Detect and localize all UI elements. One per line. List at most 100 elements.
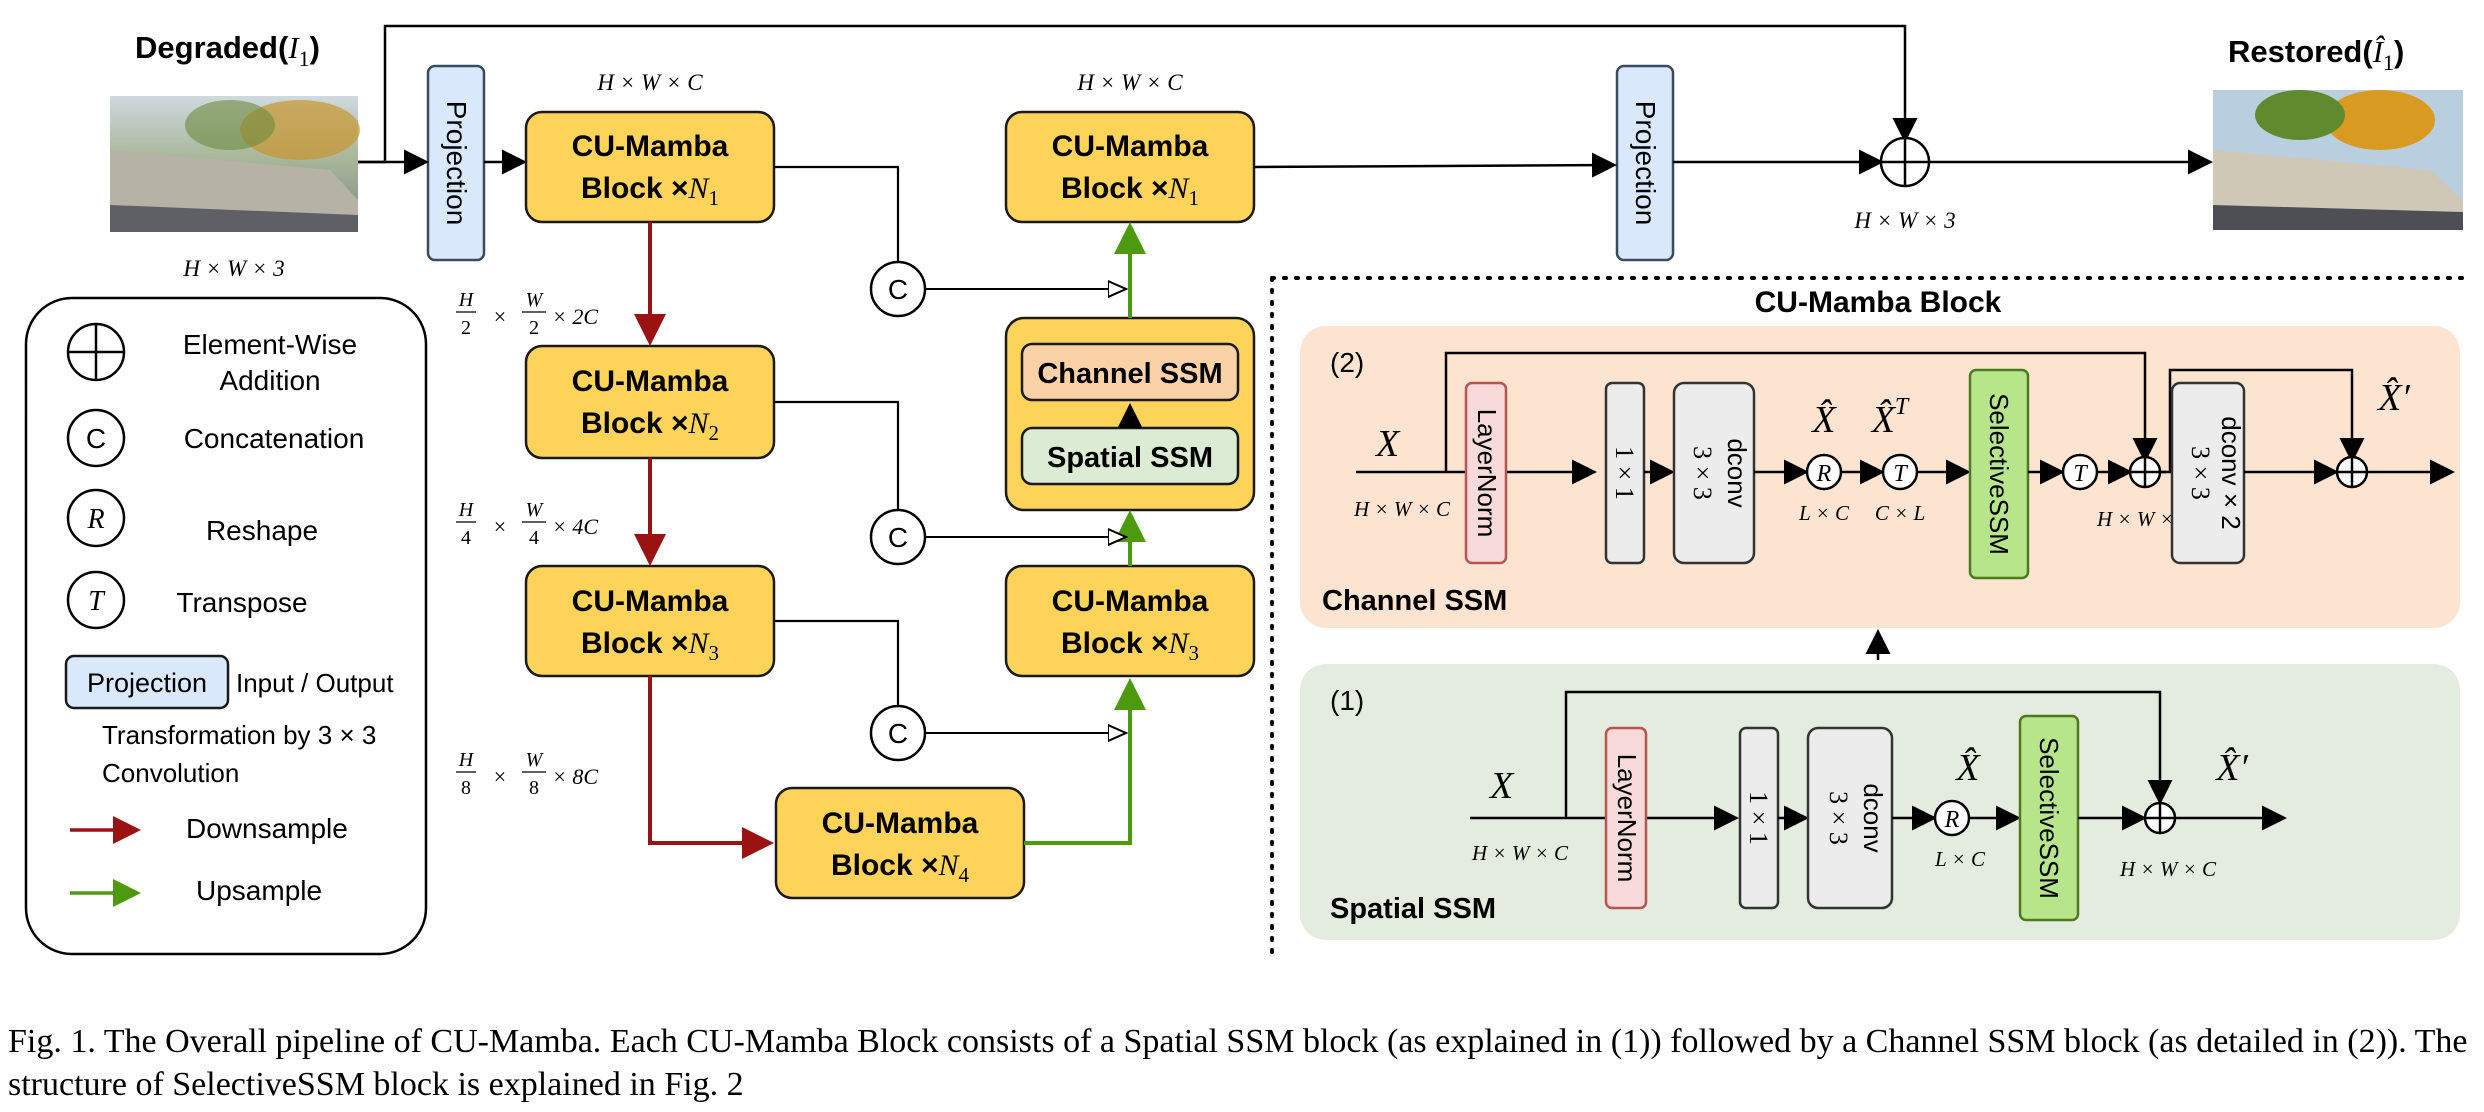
cu-mamba-block-e3: CU-Mamba Block ×N3 [524, 564, 776, 678]
svg-text:Concatenation: Concatenation [184, 423, 365, 454]
svg-text:X̂′: X̂′ [2376, 377, 2410, 419]
svg-text:Block ×N2: Block ×N2 [581, 407, 719, 445]
svg-text:Transformation by 3 × 3: Transformation by 3 × 3 [102, 720, 376, 750]
legend-projection-box [64, 654, 230, 710]
svg-text:3 × 3: 3 × 3 [1824, 791, 1853, 845]
svg-text:CU-Mamba: CU-Mamba [572, 585, 729, 618]
svg-text:Transpose: Transpose [176, 587, 307, 618]
svg-text:dconv: dconv [1722, 438, 1752, 507]
svg-text:Projection: Projection [441, 101, 472, 226]
upsample-arrow-1 [1024, 678, 1146, 845]
svg-text:Block ×N1: Block ×N1 [581, 172, 719, 210]
svg-text:C: C [888, 718, 908, 749]
svg-text:LayerNorm: LayerNorm [1472, 409, 1502, 538]
svg-text:X: X [1374, 423, 1401, 465]
svg-text:W: W [526, 749, 545, 771]
svg-text:H: H [458, 749, 475, 771]
svg-text:X̂: X̂ [1954, 747, 1981, 789]
svg-text:Spatial SSM: Spatial SSM [1330, 893, 1496, 925]
cu-mamba-block-e2: CU-Mamba Block ×N2 [524, 344, 776, 460]
svg-text:Channel SSM: Channel SSM [1322, 585, 1507, 617]
svg-text:Degraded(I1): Degraded(I1) [135, 30, 320, 71]
svg-text:C × L: C × L [1875, 501, 1925, 525]
svg-text:Upsample: Upsample [196, 875, 322, 906]
svg-text:Addition: Addition [219, 365, 320, 396]
svg-text:4: 4 [461, 527, 471, 549]
element-wise-addition-node [1879, 136, 1931, 188]
svg-text:1 × 1: 1 × 1 [1610, 446, 1639, 500]
e1-dims: H × W × C [596, 70, 703, 95]
svg-text:2: 2 [461, 317, 471, 339]
svg-text:T: T [88, 586, 106, 617]
svg-text:4: 4 [529, 527, 539, 549]
svg-text:X̂: X̂ [1810, 399, 1837, 441]
cu-mamba-block-d1: CU-Mamba Block ×N1 [1004, 110, 1256, 224]
degraded-dims: H × W × 3 [182, 256, 284, 281]
svg-text:× 2C: × 2C [552, 304, 598, 329]
degraded-title: Degraded(I1) [135, 30, 320, 71]
svg-text:W: W [526, 499, 545, 521]
svg-text:H × W × C: H × W × C [1353, 497, 1451, 521]
degraded-image [110, 96, 360, 232]
svg-text:3 × 3: 3 × 3 [1688, 446, 1717, 500]
legend-transpose-icon [66, 570, 126, 630]
svg-text:Convolution: Convolution [102, 758, 239, 788]
svg-text:(2): (2) [1330, 347, 1364, 378]
pipeline-diagram: Degraded(I1) H × W × 3 Restored(Î1) Proj… [24, 24, 2472, 960]
legend-add-icon [66, 322, 126, 382]
svg-text:(1): (1) [1330, 685, 1364, 716]
scale-label-eighth: H 8 × W 8 × 8C [456, 749, 598, 799]
concat-node-1: C [869, 260, 927, 318]
legend: Element-Wise Addition C Concatenation R … [24, 296, 428, 956]
cu-mamba-block-e1: CU-Mamba Block ×N1 [524, 110, 776, 224]
restored-title: Restored(Î1) [2228, 34, 2404, 75]
svg-text:dconv × 2: dconv × 2 [2216, 416, 2246, 529]
svg-text:×: × [494, 514, 506, 539]
scale-label-quarter: H 4 × W 4 × 4C [456, 499, 598, 549]
svg-text:X: X [1488, 765, 1515, 807]
svg-text:T: T [2073, 461, 2088, 487]
svg-text:× 4C: × 4C [552, 514, 598, 539]
ssm-container-block: Channel SSM Spatial SSM [1004, 316, 1256, 512]
figure-caption: Fig. 1. The Overall pipeline of CU-Mamba… [8, 1023, 2468, 1103]
svg-text:L × C: L × C [1934, 847, 1986, 871]
svg-text:L × C: L × C [1798, 501, 1850, 525]
svg-text:LayerNorm: LayerNorm [1612, 754, 1642, 883]
svg-text:Input / Output: Input / Output [236, 668, 394, 698]
concat-node-3: C [869, 704, 927, 762]
svg-text:R: R [1816, 461, 1832, 487]
svg-text:Projection: Projection [1630, 101, 1661, 226]
svg-text:8: 8 [529, 777, 539, 799]
concat-node-2: C [869, 508, 927, 566]
svg-text:dconv: dconv [1858, 783, 1888, 852]
svg-text:H × W × C: H × W × C [1471, 841, 1569, 865]
svg-text:Block ×N1: Block ×N1 [1061, 172, 1199, 210]
svg-text:SelectiveSSM: SelectiveSSM [2034, 737, 2064, 899]
svg-text:Block ×N3: Block ×N3 [581, 627, 719, 665]
svg-text:2: 2 [529, 317, 539, 339]
channel-ssm-panel: (2) Channel SSM X H × W × C LayerNorm 1 … [1300, 326, 2460, 628]
svg-text:H × W × C: H × W × C [2119, 857, 2217, 881]
svg-text:R: R [1944, 807, 1960, 833]
svg-text:Element-Wise: Element-Wise [183, 329, 357, 360]
ssm-container-spatial: Spatial SSM [1047, 442, 1213, 474]
svg-text:1 × 1: 1 × 1 [1744, 791, 1773, 845]
d1-dims: H × W × C [1076, 70, 1183, 95]
svg-text:CU-Mamba: CU-Mamba [1052, 130, 1209, 163]
svg-text:3 × 3: 3 × 3 [2186, 446, 2215, 500]
downsample-arrow-3 [648, 676, 774, 859]
scale-label-half: H 2 × W 2 × 2C [456, 289, 598, 339]
svg-text:Restored(Î1): Restored(Î1) [2228, 34, 2404, 75]
cu-mamba-detail-title: CU-Mamba Block [1755, 286, 2002, 319]
projection-output: Projection [1615, 64, 1675, 262]
svg-text:8: 8 [461, 777, 471, 799]
svg-text:C: C [888, 522, 908, 553]
svg-text:X̂′: X̂′ [2214, 747, 2248, 789]
output-dims: H × W × 3 [1853, 208, 1955, 233]
svg-text:W: W [526, 289, 545, 311]
svg-text:Block ×N4: Block ×N4 [831, 849, 970, 887]
svg-text:CU-Mamba: CU-Mamba [572, 130, 729, 163]
legend-reshape-icon [66, 488, 126, 548]
restored-image [2213, 90, 2463, 230]
projection-input: Projection [426, 64, 486, 262]
